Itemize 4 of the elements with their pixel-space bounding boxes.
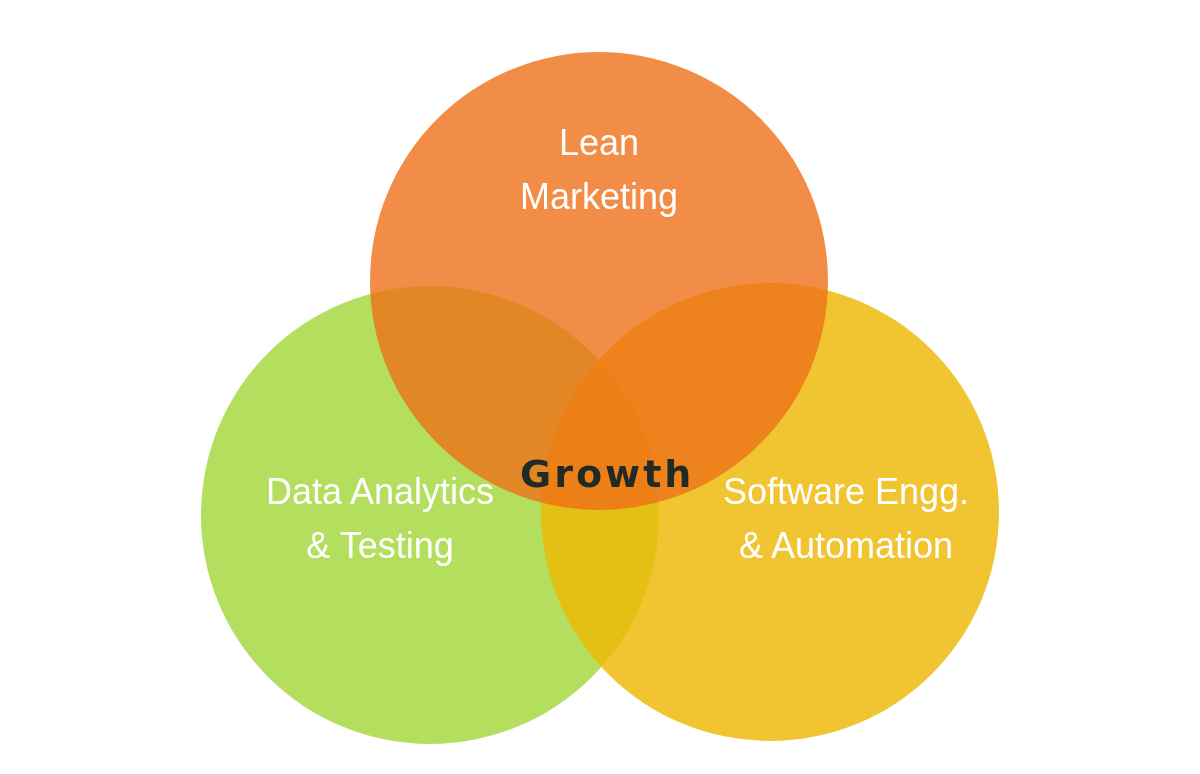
circle-label: Lean Marketing [518,121,680,219]
center-label: Growth [520,452,695,496]
circle-label: Data Analytics & Testing [264,470,496,568]
circle-label: Software Engg. & Automation [721,470,971,568]
